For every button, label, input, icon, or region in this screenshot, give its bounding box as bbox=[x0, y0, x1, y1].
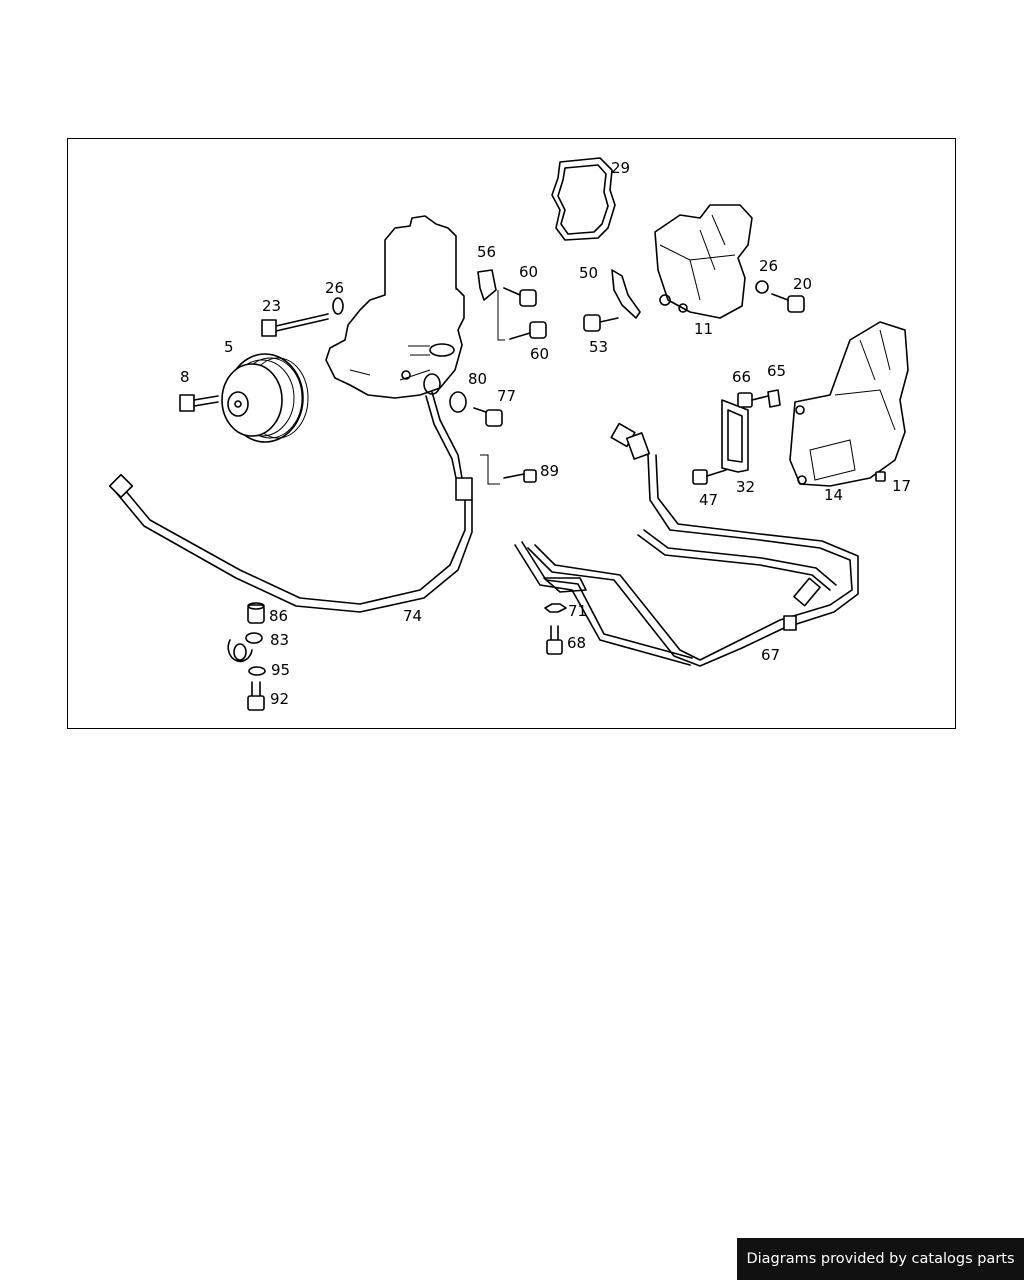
diagram-frame bbox=[67, 138, 956, 729]
callout-label: 8 bbox=[180, 368, 190, 386]
callout-label: 95 bbox=[271, 661, 290, 679]
callout-label: 56 bbox=[477, 243, 496, 261]
bolt-89-part[interactable] bbox=[480, 454, 537, 485]
bolt-68-part[interactable] bbox=[546, 625, 563, 655]
callout-label: 11 bbox=[694, 320, 713, 338]
bolt-66-part[interactable] bbox=[737, 392, 769, 408]
callout-label: 53 bbox=[589, 338, 608, 356]
callout-label: 26 bbox=[759, 257, 778, 275]
callout-label: 23 bbox=[262, 297, 281, 315]
callout-label: 60 bbox=[530, 345, 549, 363]
callout-label: 26 bbox=[325, 279, 344, 297]
callout-label: 60 bbox=[519, 263, 538, 281]
power-steering-pump-part[interactable] bbox=[325, 215, 465, 399]
callout-label: 68 bbox=[567, 634, 586, 652]
banjo-bolt-77-part[interactable] bbox=[473, 407, 503, 427]
callout-label: 83 bbox=[270, 631, 289, 649]
support-bracket-part[interactable] bbox=[789, 321, 909, 487]
callout-label: 20 bbox=[793, 275, 812, 293]
seal-ring-80-part[interactable] bbox=[449, 391, 467, 413]
callout-label: 67 bbox=[761, 646, 780, 664]
callout-label: 89 bbox=[540, 462, 559, 480]
plug-17-part[interactable] bbox=[875, 471, 886, 482]
callout-label: 5 bbox=[224, 338, 234, 356]
plate-65-part[interactable] bbox=[767, 389, 781, 408]
callout-label: 66 bbox=[732, 368, 751, 386]
bolt-8-part[interactable] bbox=[179, 394, 219, 412]
callout-label: 50 bbox=[579, 264, 598, 282]
clamp-50-part[interactable] bbox=[611, 269, 641, 319]
clamp-83-part[interactable] bbox=[227, 632, 263, 663]
callout-label: 29 bbox=[611, 159, 630, 177]
callout-label: 71 bbox=[568, 602, 587, 620]
bolt-20-part[interactable] bbox=[771, 293, 805, 313]
clip-56-part[interactable] bbox=[477, 269, 505, 341]
washer-26-right-part[interactable] bbox=[755, 280, 769, 294]
bolt-53-part[interactable] bbox=[583, 314, 619, 332]
bolt-60-upper-part[interactable] bbox=[503, 287, 537, 307]
callout-label: 47 bbox=[699, 491, 718, 509]
callout-label: 77 bbox=[497, 387, 516, 405]
small-gasket-part[interactable] bbox=[721, 399, 749, 473]
pressure-hose-74-part[interactable] bbox=[108, 373, 473, 613]
return-line-67-part[interactable] bbox=[514, 422, 859, 667]
pulley-part[interactable] bbox=[221, 353, 309, 443]
credit-text: Diagrams provided by catalogs parts bbox=[746, 1251, 1015, 1267]
callout-label: 14 bbox=[824, 486, 843, 504]
callout-label: 32 bbox=[736, 478, 755, 496]
clip-71-part[interactable] bbox=[544, 603, 567, 613]
bolt-23-part[interactable] bbox=[261, 313, 329, 337]
gasket-part[interactable] bbox=[551, 157, 616, 241]
callout-label: 80 bbox=[468, 370, 487, 388]
bolt-92-part[interactable] bbox=[247, 681, 265, 711]
callout-label: 92 bbox=[270, 690, 289, 708]
bolt-47-part[interactable] bbox=[692, 469, 727, 485]
spacer-86-part[interactable] bbox=[247, 602, 265, 624]
credit-footer: Diagrams provided by catalogs parts bbox=[737, 1238, 1024, 1280]
mounting-bracket-part[interactable] bbox=[654, 204, 753, 319]
callout-label: 86 bbox=[269, 607, 288, 625]
callout-label: 17 bbox=[892, 477, 911, 495]
washer-95-part[interactable] bbox=[248, 666, 266, 676]
washer-26-part[interactable] bbox=[332, 297, 344, 315]
callout-label: 74 bbox=[403, 607, 422, 625]
bolt-60-lower-part[interactable] bbox=[509, 321, 547, 340]
callout-label: 65 bbox=[767, 362, 786, 380]
